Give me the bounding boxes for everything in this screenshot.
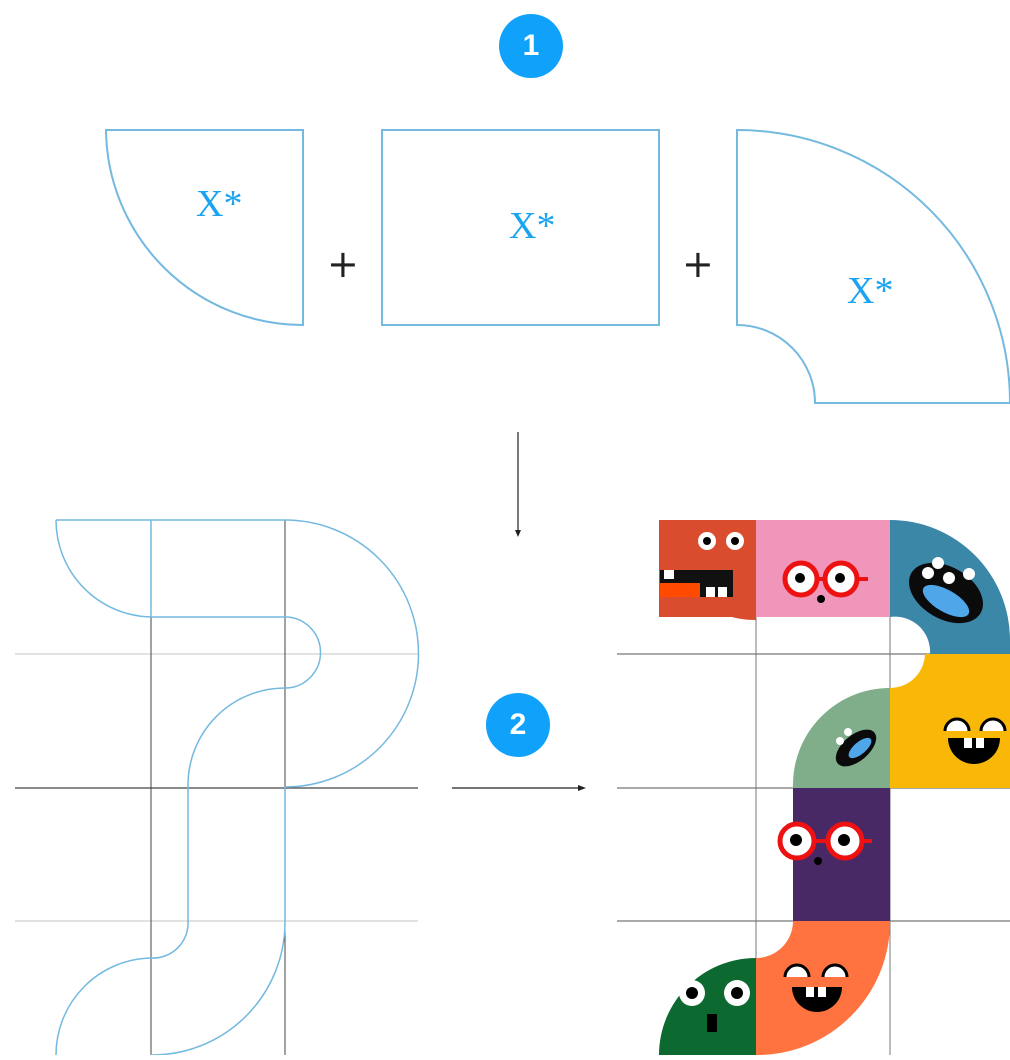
- step-1-badge: 1: [499, 14, 563, 78]
- tile-yellow-grinning-face: [890, 654, 1010, 788]
- plus-operator: +: [682, 242, 714, 286]
- arrow-down: [515, 432, 521, 537]
- tile-pink-glasses-face: [756, 520, 890, 617]
- quarter-disc-label: X*: [196, 183, 243, 225]
- quarter-ring-label: X*: [847, 270, 894, 312]
- plus-operator: +: [327, 242, 359, 286]
- rectangle-label: X*: [509, 205, 556, 247]
- quarter-ring-outline: [736, 128, 1010, 404]
- worm-outline: [55, 519, 420, 1056]
- tile-orange-grinning-face: [756, 921, 891, 1056]
- tile-teal-laughing-face: [890, 520, 1010, 654]
- rectangle-outline: [381, 129, 660, 326]
- quarter-disc-outline: [104, 129, 304, 327]
- tile-red-screaming-face: [658, 520, 756, 621]
- tile-green-surprised-face: [659, 958, 756, 1055]
- tile-purple-glasses-face: [777, 788, 890, 921]
- arrow-right: [452, 785, 586, 791]
- step-2-badge: 2: [486, 693, 550, 757]
- tile-sage-laughing-face: [792, 688, 890, 788]
- construction-grid: [15, 520, 418, 1055]
